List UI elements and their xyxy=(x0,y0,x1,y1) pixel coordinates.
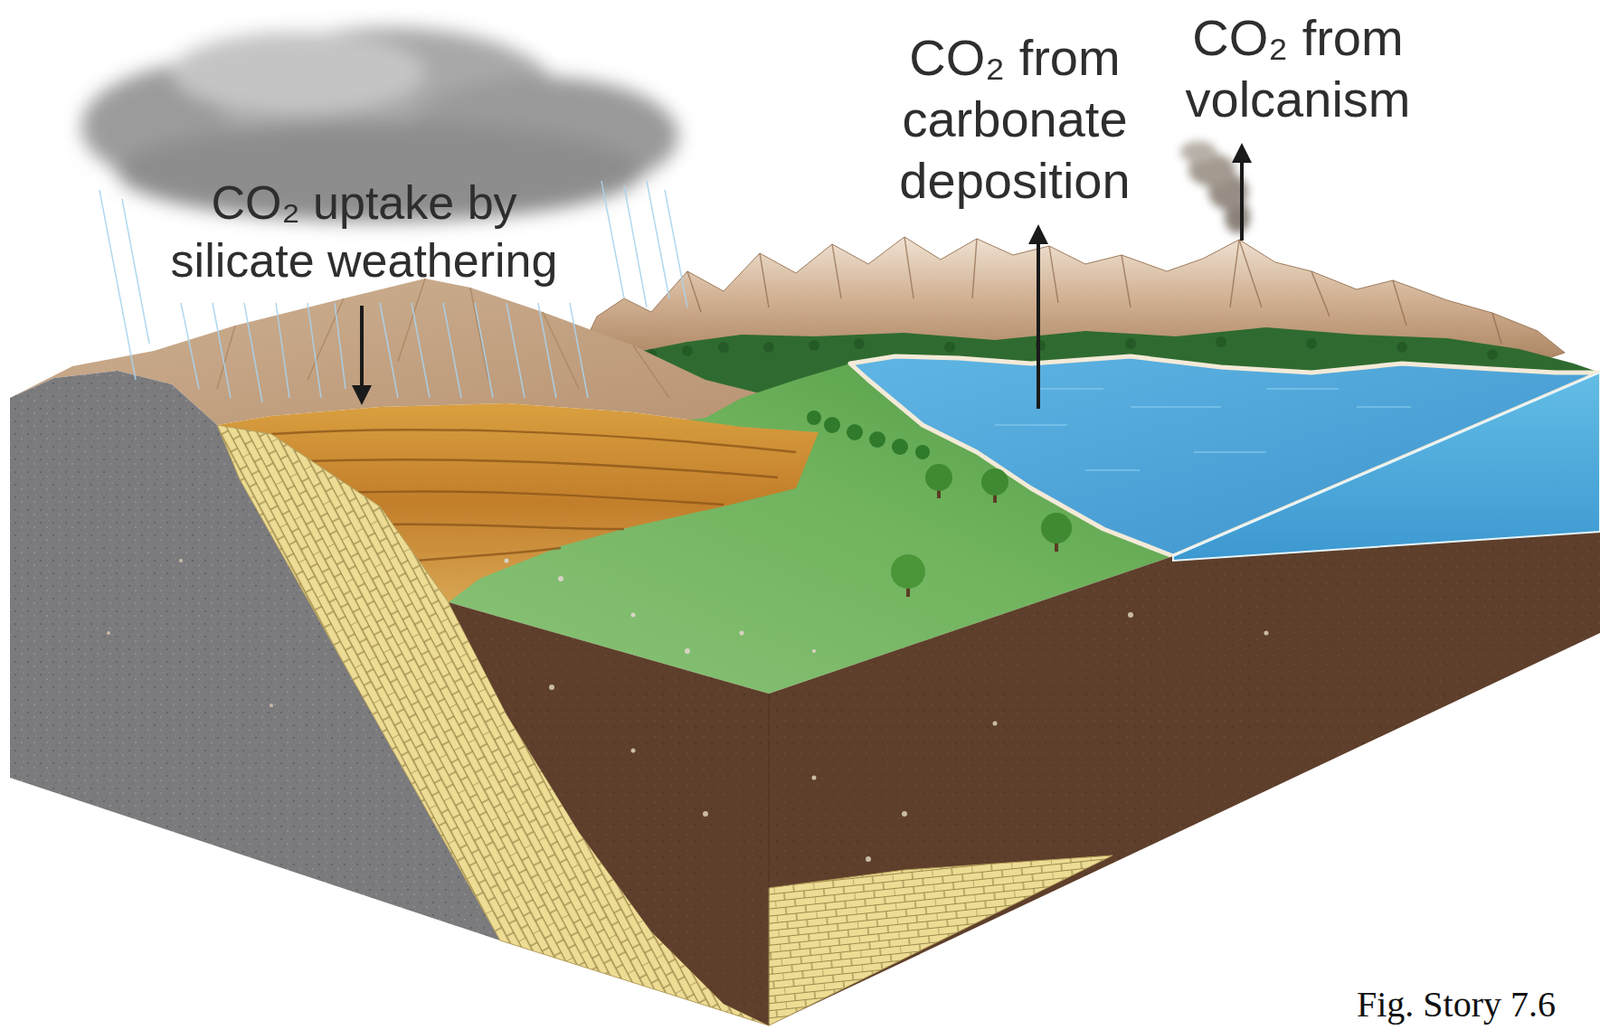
soil-pebbles-part xyxy=(269,703,274,708)
soil-face xyxy=(448,602,769,1026)
flux-arrows-part xyxy=(1231,142,1252,163)
trees-part xyxy=(915,444,930,460)
flux-arrows-part xyxy=(351,385,372,406)
forest-texture-part xyxy=(944,341,956,353)
forest-texture xyxy=(645,336,1498,360)
pebbles-part xyxy=(558,576,564,582)
trees xyxy=(806,410,1072,597)
flux-label: CO₂ from carbonate deposition xyxy=(879,27,1151,212)
soil-pebbles-part xyxy=(631,748,636,754)
trees-part xyxy=(869,431,886,448)
trees-part xyxy=(806,410,822,426)
forest-texture-part xyxy=(853,338,865,350)
trees-part xyxy=(890,554,926,589)
soil-pebbles-part xyxy=(179,558,183,563)
forest-texture-part xyxy=(1125,338,1137,350)
hill-ridges xyxy=(217,278,670,398)
face-edges xyxy=(768,693,770,1026)
volcanic-smoke-part xyxy=(1180,141,1217,163)
forest-texture-part xyxy=(808,340,820,351)
figure-caption: Fig. Story 7.6 xyxy=(1356,984,1594,1026)
hill-ridges-part xyxy=(217,278,670,398)
flux-arrows-part xyxy=(1028,224,1049,245)
pebbles-part xyxy=(504,558,510,564)
forest-texture-part xyxy=(1486,349,1498,360)
soil-pebbles-part xyxy=(1127,612,1134,618)
soil-pebbles-part xyxy=(702,811,709,817)
pebbles-part xyxy=(684,648,691,654)
forest-texture-part xyxy=(1306,338,1317,350)
face-edges-part xyxy=(768,693,770,1026)
soil-pebbles-part xyxy=(812,776,817,781)
rain-cloud-part xyxy=(171,31,426,114)
forest-texture-part xyxy=(681,345,693,357)
limestone-layers xyxy=(217,425,769,1026)
trees-part xyxy=(891,438,909,455)
soil-pebbles-part xyxy=(993,721,998,727)
rain-streaks-part xyxy=(180,302,346,403)
pebbles-part xyxy=(739,631,745,636)
flux-arrows-part xyxy=(359,305,364,388)
trees-part xyxy=(823,416,841,434)
forest-texture-part xyxy=(763,341,775,353)
rain-streaks-part xyxy=(379,302,588,398)
cliff-terraces-part xyxy=(307,459,778,478)
soil-pebbles-part xyxy=(106,631,111,635)
soil-pebbles-part xyxy=(549,684,555,691)
forest-texture-part xyxy=(1215,336,1227,348)
soil-pebbles-part xyxy=(865,856,872,862)
water-section xyxy=(1173,372,1600,561)
pebbles-part xyxy=(631,613,636,618)
flux-label: CO₂ from volcanism xyxy=(1162,7,1434,131)
water-ripples-part xyxy=(994,388,1411,471)
water-ripples xyxy=(994,388,1411,471)
flux-label: CO₂ uptake by silicate weathering xyxy=(158,173,570,290)
cliff-terraces-part xyxy=(343,491,724,505)
soil-face-right xyxy=(768,531,1600,1026)
cliff-terraces-part xyxy=(416,548,561,561)
soil-pebbles-part xyxy=(901,811,908,817)
soil-pebbles xyxy=(106,558,1269,862)
trees-part xyxy=(846,424,863,441)
limestone-base xyxy=(768,855,1113,1026)
flux-arrows-part xyxy=(1240,160,1244,241)
mountain-ridges-part xyxy=(687,236,1502,344)
cliff-terraces-part xyxy=(379,524,625,530)
trees-part xyxy=(981,468,1009,496)
forest-texture-part xyxy=(1396,341,1408,353)
trees-part xyxy=(925,463,953,492)
cliff-terraces-part xyxy=(271,429,796,453)
flux-arrows-part xyxy=(1036,242,1041,409)
mountain-ridges xyxy=(687,236,1502,344)
pebbles-part xyxy=(812,649,816,654)
forest-texture-part xyxy=(718,341,729,353)
trees-part xyxy=(1041,512,1072,544)
soil-pebbles-part xyxy=(1264,631,1269,636)
